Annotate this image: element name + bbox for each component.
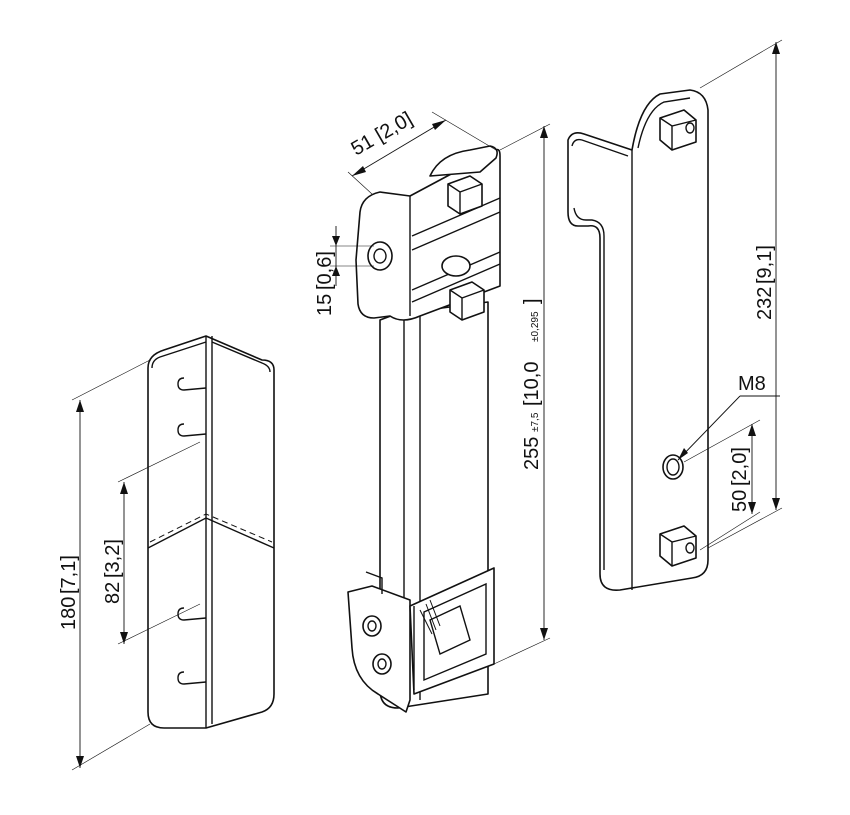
svg-text:]: ] — [521, 298, 543, 304]
threaded-hole-icon — [662, 454, 684, 480]
svg-text:[10,0: [10,0 — [521, 362, 543, 407]
dim-center-length-value: 255 — [521, 437, 543, 470]
svg-text:[9,1]: [9,1] — [754, 245, 776, 284]
bolt-icon — [447, 175, 483, 215]
dim-width-inch: 2,0 — [376, 111, 411, 144]
dim-right-total-inch: 9,1 — [754, 251, 776, 279]
dim-width-value: 51 — [348, 130, 378, 160]
dim-small-inch: 0,6 — [314, 257, 336, 285]
dim-center-tol: ±7,5 — [530, 412, 541, 432]
svg-text:232: 232 — [754, 287, 776, 320]
dim-left-slot: 82 [3,2] — [102, 441, 201, 645]
hole-icon — [367, 241, 393, 271]
bolt-icon — [659, 525, 697, 567]
dim-small-value: 15 — [314, 294, 336, 316]
dim-right-bolt-value: 50 — [729, 490, 751, 512]
mounting-plate — [567, 89, 709, 591]
dim-left-slot-inch: 3,2 — [102, 545, 124, 573]
svg-text:255: 255 — [521, 437, 543, 470]
svg-text:15: 15 — [314, 294, 336, 316]
svg-text:±0,295: ±0,295 — [530, 311, 541, 342]
svg-text:[2,0]: [2,0] — [729, 447, 751, 486]
dim-center-length: 255 ±7,5 [10,0 ±0,295 ] — [493, 123, 551, 665]
dim-right-bolt: 50 [2,0] — [683, 419, 761, 551]
dim-center-tol-inch: ±0,295 — [530, 311, 541, 342]
dim-right-bolt-inch: 2,0 — [729, 453, 751, 481]
dim-left-slot-value: 82 — [102, 582, 124, 604]
svg-text:[7,1]: [7,1] — [58, 555, 80, 594]
dim-left-total-inch: 7,1 — [58, 561, 80, 589]
dim-small: 15 [0,6] — [314, 226, 374, 316]
svg-text:180: 180 — [58, 597, 80, 630]
dim-left-total-value: 180 — [58, 597, 80, 630]
dim-center-length-inch: 10,0 — [521, 362, 543, 401]
svg-text:82: 82 — [102, 582, 124, 604]
dim-right-total: 232 [9,1] — [699, 39, 783, 549]
dim-right-total-value: 232 — [754, 287, 776, 320]
angle-bracket — [147, 335, 275, 729]
svg-text:50: 50 — [729, 490, 751, 512]
svg-text:[3,2]: [3,2] — [102, 539, 124, 578]
svg-text:[0,6]: [0,6] — [314, 251, 336, 290]
thread-label: M8 — [738, 373, 766, 395]
thread-callout: M8 — [677, 373, 780, 461]
svg-text:±7,5: ±7,5 — [530, 412, 541, 432]
rail-assembly — [347, 145, 501, 713]
dim-left-total: 180 [7,1] — [58, 359, 151, 771]
bolt-icon — [449, 281, 485, 321]
bolt-icon — [659, 109, 697, 151]
svg-text:51 [2,0]: 51 [2,0] — [348, 108, 417, 160]
